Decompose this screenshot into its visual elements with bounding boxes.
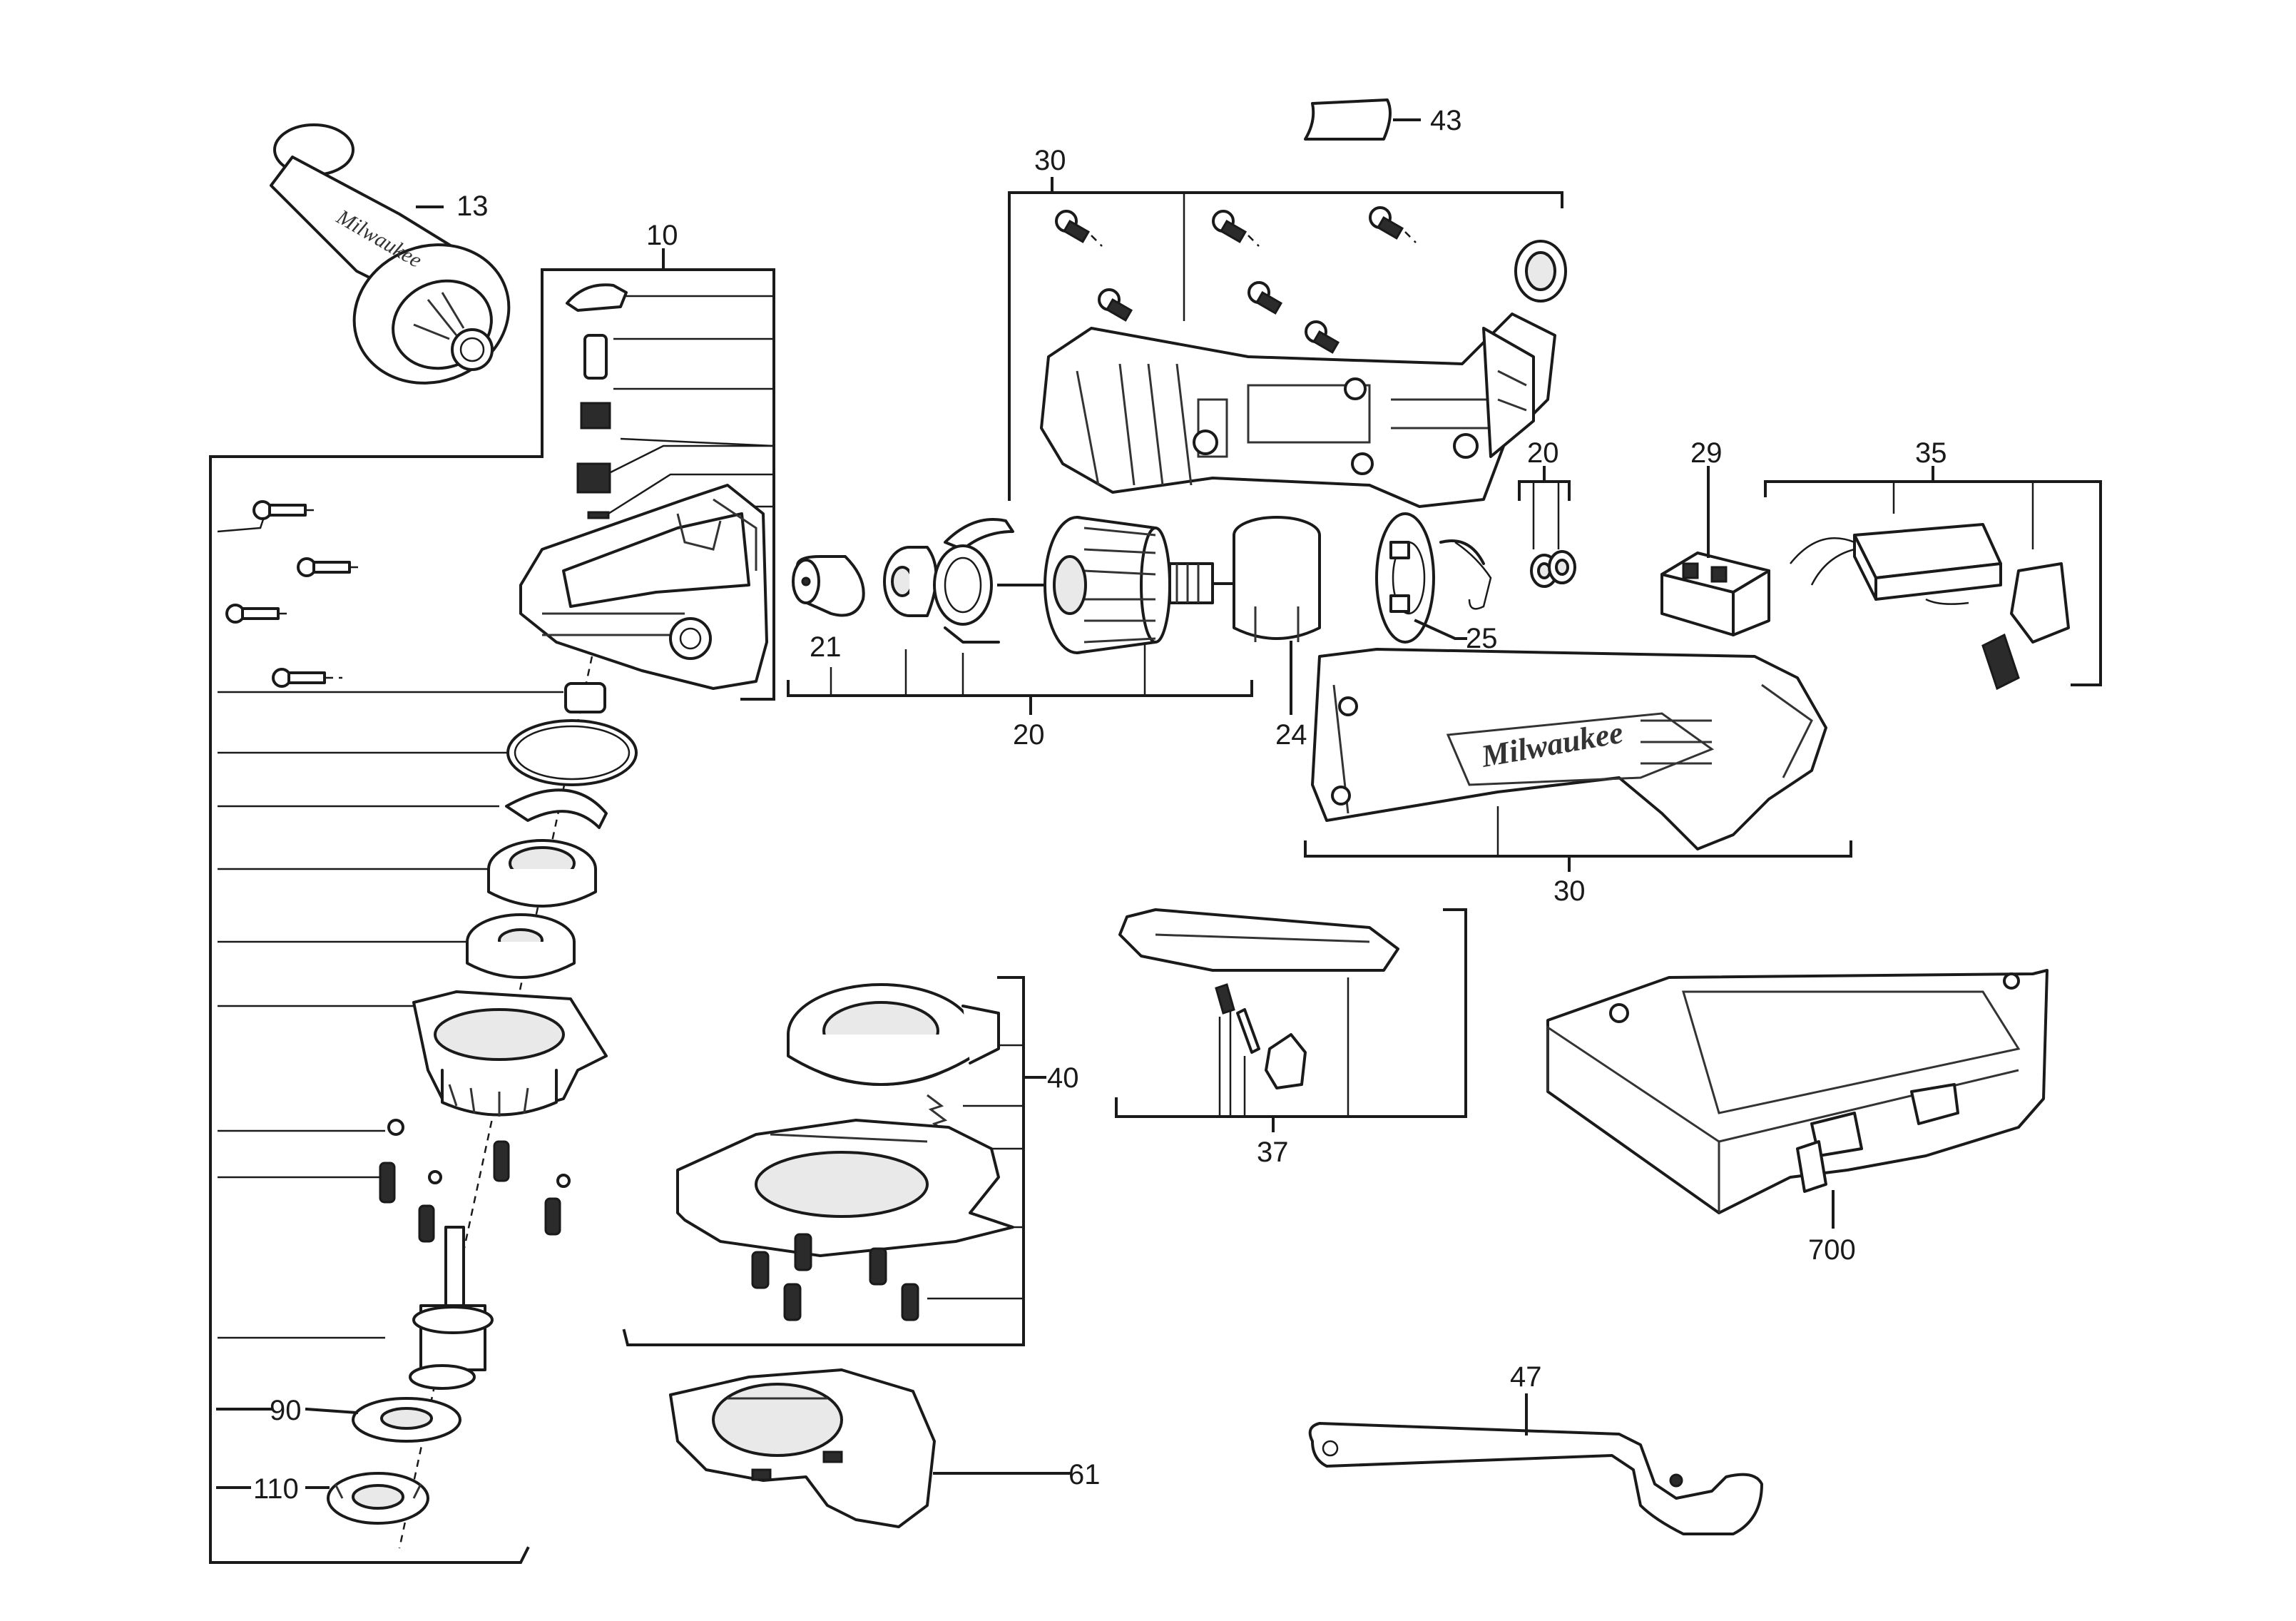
guard-plate-part	[676, 1119, 1014, 1257]
paddle-group-bracket	[1115, 908, 1467, 1132]
bearing-group-bracket	[1518, 466, 1571, 549]
callout-700: 700	[1808, 1234, 1856, 1266]
callout-13: 13	[456, 190, 489, 222]
bearing-21-part	[792, 555, 865, 617]
bearing-cap-part	[1514, 240, 1567, 303]
leader-90b	[305, 1407, 359, 1415]
callout-47: 47	[1510, 1361, 1542, 1393]
callout-20-small: 20	[1527, 437, 1559, 469]
callout-40: 40	[1047, 1062, 1079, 1094]
spindle-lock-parts	[566, 283, 628, 519]
nameplate-part	[1304, 98, 1392, 141]
callout-10: 10	[646, 220, 678, 251]
paddle-part	[1118, 908, 1399, 1089]
callout-30-bottom: 30	[1553, 875, 1586, 907]
spanner-wrench-part	[1308, 1422, 1763, 1535]
armature-part	[997, 516, 1246, 654]
callout-43: 43	[1430, 105, 1462, 136]
brush-plate-part	[1375, 512, 1492, 644]
switch-part	[1660, 552, 1770, 636]
armature-leaders	[830, 642, 1146, 696]
electronics-group-bracket	[1764, 466, 2102, 686]
callout-25: 25	[1466, 623, 1498, 654]
leader-25	[1414, 619, 1467, 640]
spindle-assembly-parts	[327, 656, 638, 1549]
carrying-case-part	[1546, 969, 2048, 1214]
callout-21: 21	[810, 631, 842, 663]
callout-24: 24	[1275, 719, 1307, 751]
callout-20-bottom: 20	[1013, 719, 1045, 751]
housing-group-30-top-bracket	[1008, 177, 1563, 501]
callout-29: 29	[1690, 437, 1723, 469]
handle-housing-part: Milwaukee	[1311, 648, 1827, 850]
side-handle-part: Milwaukee	[270, 123, 511, 385]
leaders-group-10-left	[217, 517, 563, 1339]
stator-part	[1233, 516, 1321, 642]
controller-module-part	[1790, 523, 2070, 691]
guard-clamp-part	[787, 983, 1000, 1086]
gear-housing-group-bracket	[209, 248, 775, 1564]
callout-30-top: 30	[1034, 145, 1066, 176]
small-bearings-part	[1530, 550, 1576, 588]
housing-screws-top	[1055, 206, 1417, 354]
guard-screws	[751, 1233, 919, 1321]
armature-group-bracket	[787, 680, 1253, 715]
washer-part	[883, 546, 938, 617]
callout-37: 37	[1257, 1137, 1289, 1168]
callout-110: 110	[253, 1473, 299, 1505]
housing-screws	[225, 500, 360, 688]
cutting-guard-part	[669, 1368, 936, 1528]
callout-61: 61	[1068, 1459, 1101, 1490]
baffle-part	[933, 518, 1014, 644]
motor-housing-half-part	[1040, 312, 1556, 508]
callout-35: 35	[1915, 437, 1947, 469]
leaders-group-10-right	[602, 295, 775, 519]
housing-group-30-bottom-bracket	[1304, 806, 1852, 872]
callout-90: 90	[270, 1395, 302, 1426]
gear-housing-part	[519, 484, 768, 690]
